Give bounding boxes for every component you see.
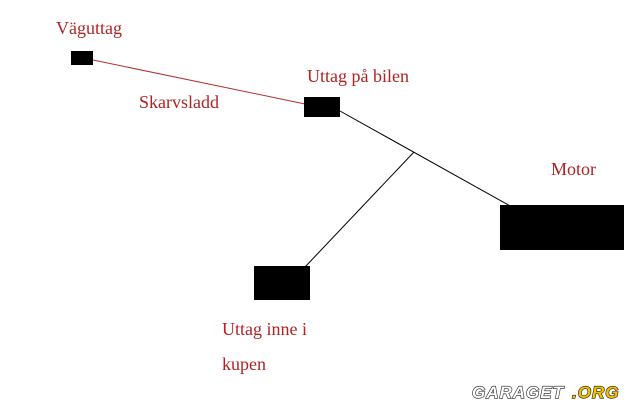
extension-cord-line [92,59,306,105]
cabin-outlet-label-line2: kupen [222,354,266,374]
car-outlet-box [304,97,340,117]
cabin-outlet-label-line1: Uttag inne i [222,319,307,339]
junction-to-cabin-wire [304,151,415,268]
extension-cord-label: Skarvsladd [139,92,219,112]
wall-outlet-label: Väguttag [56,18,122,38]
car-to-motor-wire [339,110,513,208]
svg-text:.ORG: .ORG [572,383,619,402]
wall-outlet-box [71,51,93,65]
garaget-watermark-logo: GARAGET .ORG [471,382,619,402]
motor-box [500,205,624,250]
car-outlet-label: Uttag på bilen [307,66,409,86]
svg-text:GARAGET: GARAGET [472,383,565,402]
cabin-outlet-box [254,266,310,300]
motor-label: Motor [551,159,596,179]
